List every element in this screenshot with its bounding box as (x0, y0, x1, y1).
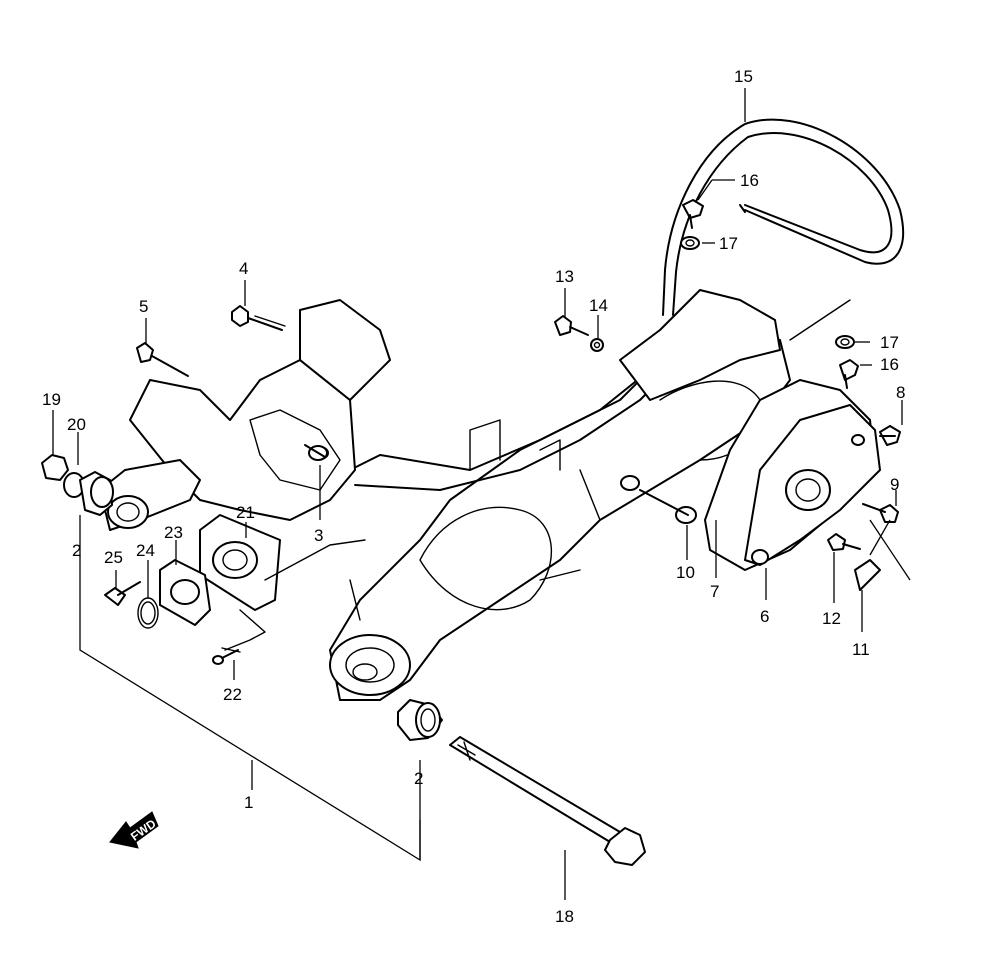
callout-11: 11 (852, 640, 870, 659)
breather-hose (662, 118, 905, 316)
callout-22: 22 (223, 685, 242, 704)
rear-bushings (41, 454, 114, 516)
callout-8: 8 (896, 383, 905, 402)
callout-21: 21 (236, 503, 255, 522)
callout-4: 4 (239, 259, 248, 278)
callout-2-rear: 2 (72, 541, 81, 560)
callout-9: 9 (890, 475, 899, 494)
callout-17-lower: 17 (880, 333, 899, 352)
callout-12: 12 (822, 609, 841, 628)
long-bolt (449, 736, 646, 866)
bolts-upper-right (680, 199, 859, 389)
callout-7: 7 (710, 582, 719, 601)
callout-17-upper: 17 (719, 234, 738, 253)
callout-18: 18 (555, 907, 574, 926)
callout-10: 10 (676, 563, 695, 582)
crankcase-assembly (99, 289, 791, 701)
callout-14: 14 (589, 296, 608, 315)
callout-25: 25 (104, 548, 123, 567)
callout-16-upper: 16 (740, 171, 759, 190)
callout-20: 20 (67, 415, 86, 434)
callout-1: 1 (244, 793, 253, 812)
callout-3: 3 (314, 526, 323, 545)
leader-lines (52, 88, 903, 900)
callout-13: 13 (555, 267, 574, 286)
callout-5: 5 (139, 297, 148, 316)
seal-plate-group (104, 514, 366, 665)
callout-labels: 1 2 2 3 4 5 6 7 8 9 10 11 12 13 14 15 16… (42, 67, 905, 926)
callout-15: 15 (734, 67, 753, 86)
callout-19: 19 (42, 390, 61, 409)
callout-24: 24 (136, 541, 155, 560)
bolts-upper-left (136, 305, 328, 461)
front-bushing (397, 699, 443, 741)
bolts-center (554, 315, 604, 352)
callout-23: 23 (164, 523, 183, 542)
callout-2-front: 2 (414, 769, 423, 788)
side-cover (639, 299, 911, 591)
fwd-arrow-icon: FWD (109, 811, 159, 849)
callout-6: 6 (760, 607, 769, 626)
callout-16-lower: 16 (880, 355, 899, 374)
